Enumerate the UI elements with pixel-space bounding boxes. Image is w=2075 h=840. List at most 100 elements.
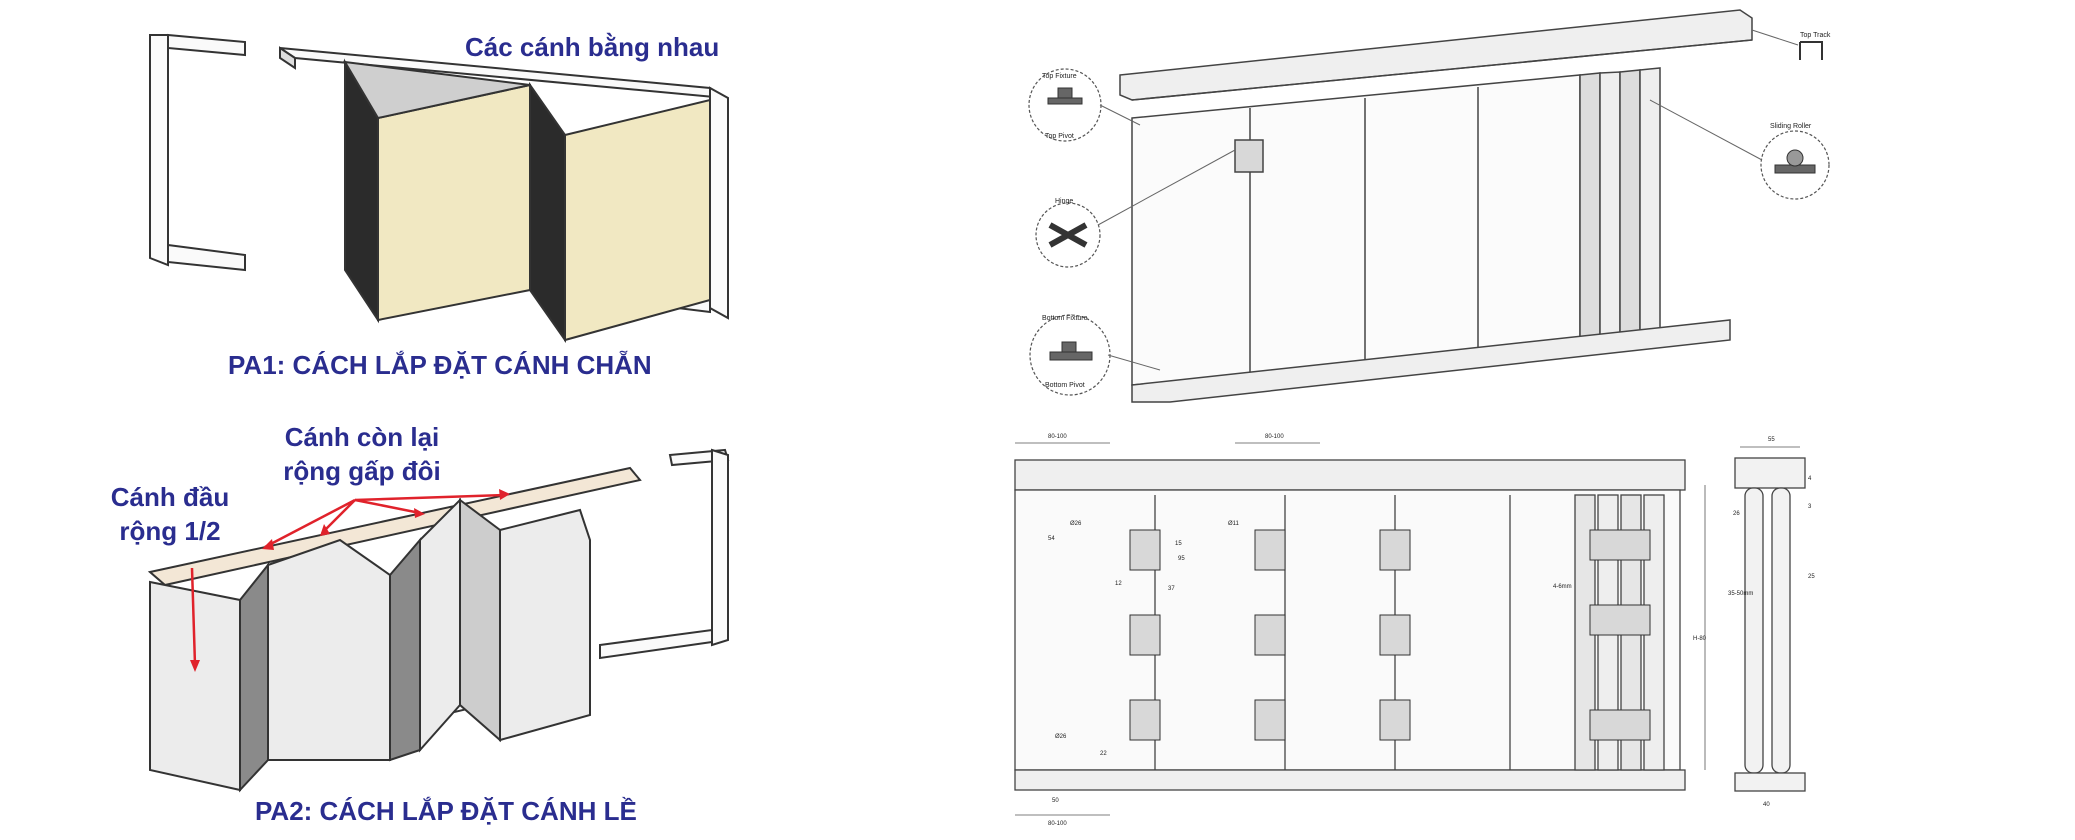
label-sliding-roller: Sliding Roller [1770,123,1812,130]
dim-d25: 25 [1808,574,1815,580]
elev-bottom-rail [1014,769,1686,791]
pa2-first-annotation: Cánh đầu rộng 1/2 [95,480,245,548]
elev-door-panels [1014,489,1681,771]
label-bottom-pivot: Bottom Pivot [1045,382,1085,389]
pa1-panel-top [343,60,531,120]
hinge-icon [1129,614,1161,656]
pa2-right-post [711,448,729,647]
dim-top-mid: 80-100 [1265,434,1284,440]
hinge-icon [1379,529,1411,571]
pa1-annotation: Các cánh bằng nhau [465,32,720,62]
pa2-first-panel-edge [239,562,269,793]
iso-stack-1 [1579,72,1601,346]
iso-drawing [1119,9,1753,403]
iso-bottom-rail [1131,319,1731,403]
dim-d54: 54 [1048,536,1055,542]
iso-stack-4 [1639,67,1661,339]
dim-d50: 50 [1052,798,1059,804]
callout-leaders [1097,29,1799,371]
hinge-icon [1379,699,1411,741]
hinge-icon [1254,699,1286,741]
hinge-icon [1379,614,1411,656]
dim-d4: 4 [1808,476,1812,482]
pa2-remaining-line1: Cánh còn lại [284,422,440,452]
bottom-fixture-icon [1049,351,1093,361]
top-pivot-icon [1057,87,1073,99]
side-panel-2 [1771,487,1791,774]
iso-panels [1131,74,1581,386]
top-fixture-icon [1047,97,1083,105]
hinge-icon [1589,709,1651,741]
pa1-bottom-rail-left [167,243,246,272]
dim-d26-top: Ø26 [1070,521,1082,527]
dim-top-left: 80-100 [1048,434,1067,440]
iso-stack-2 [1599,71,1621,346]
pa2-panel-3-side [459,498,501,743]
dim-d40: 40 [1763,802,1770,808]
label-top-pivot: Top Pivot [1045,133,1074,140]
dim-80-100-bottom: 80-100 [1048,821,1067,827]
label-top-track: Top Track [1800,32,1831,39]
iso-stack-3 [1619,69,1641,341]
elev-dimension-lines [1015,442,1800,816]
pa2-panel-4 [499,508,591,742]
iso-hinge [1234,139,1264,173]
label-top-fixture: Top Fixture [1042,73,1077,80]
roller-wheel-icon [1786,149,1804,167]
elev-top-track [1014,459,1686,491]
pa2-first-line1: Cánh đầu [110,482,230,512]
dim-gap: 4-6mm [1553,584,1572,590]
pa2-arrows [190,493,506,666]
side-section [1734,457,1806,792]
pa1-top-rail-end [279,46,296,70]
pa1-panel-edge-2 [529,81,566,344]
hinge-icon [1589,529,1651,561]
pa1-right-post [709,86,729,320]
pa2-remaining-line2: rộng gấp đôi [283,456,441,486]
side-panel-1 [1744,487,1764,774]
hinge-icon [1589,604,1651,636]
hinge-icon [1254,614,1286,656]
label-hinge: Hinge [1055,198,1073,205]
front-elevation [1014,459,1686,791]
dim-thick: 35-50mm [1728,591,1753,597]
left-panel: Các cánh bằng nhau PA1: CÁCH LẮP ĐẶT CÁN… [0,0,1000,840]
pa2-panel-3 [419,497,461,753]
top-track-icon [1799,41,1823,60]
dim-d26-bottom: Ø26 [1055,734,1067,740]
bottom-pivot-icon [1061,341,1077,353]
pa2-panel-2 [267,538,391,761]
hinge-icon [1254,529,1286,571]
pa2-caption: PA2: CÁCH LẮP ĐẶT CÁNH LỀ [255,796,637,826]
pa1-panel-1 [377,83,531,322]
dim-top-right: 55 [1768,437,1775,443]
pa1-illustration [149,33,729,344]
pa1-top-rail-left [167,33,246,57]
dim-d11: Ø11 [1228,521,1240,527]
folding-door-illustrations [147,33,730,793]
dim-d3: 3 [1808,504,1812,510]
elev-hinges [1129,529,1651,741]
hinge-icon [1129,529,1161,571]
label-bottom-fixture: Bottom Fixture [1042,315,1088,322]
technical-drawings: Top Fixture Top Pivot Hinge Bottom Fixtu… [1014,9,1831,827]
dim-d12: 12 [1115,581,1122,587]
dim-height: H-80 [1693,636,1707,642]
pa2-remaining-annotation: Cánh còn lại rộng gấp đôi [262,420,462,488]
side-bottom-rail [1734,772,1806,792]
pa1-left-post [149,34,169,267]
dim-d26-side: 26 [1733,511,1740,517]
pa2-arrowheads [190,489,510,672]
pa2-illustration [147,448,730,793]
dim-d95: 95 [1178,556,1185,562]
side-top-track [1734,457,1806,489]
pa2-first-line2: rộng 1/2 [119,516,221,546]
hinge-icon [1048,222,1088,248]
callout-icons [1047,41,1823,361]
pa2-first-panel [149,580,241,792]
hinge-icon [1129,699,1161,741]
right-panel: Top Fixture Top Pivot Hinge Bottom Fixtu… [1000,0,2075,840]
pa1-panel-2 [564,98,711,342]
pa2-bottom-rail-right [599,628,713,660]
pa1-caption: PA1: CÁCH LẮP ĐẶT CÁNH CHẴN [228,350,652,380]
